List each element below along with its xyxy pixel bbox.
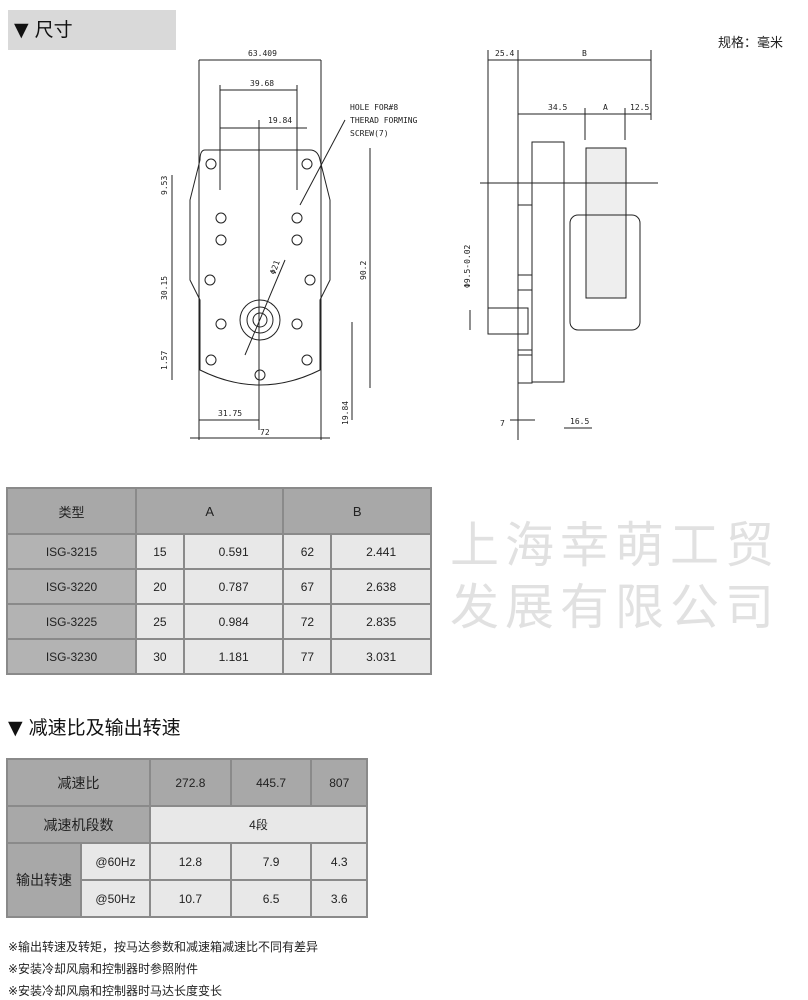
stages-value: 4段 bbox=[149, 805, 368, 844]
side-view: 25.4 B 34.5 A 12.5 Φ9.5-0.02 7 16.5 bbox=[463, 49, 658, 440]
section-title-dimensions: ▼ 尺寸 bbox=[8, 10, 176, 50]
a-mm: 25 bbox=[135, 603, 185, 640]
speed-label: 输出转速 bbox=[6, 842, 82, 918]
dim-b: B bbox=[582, 49, 587, 58]
hole-note-2: THERAD FORMING bbox=[350, 116, 418, 125]
dim-9-53: 9.53 bbox=[160, 176, 169, 195]
ratio-label: 减速比 bbox=[6, 758, 151, 807]
dim-90-2: 90.2 bbox=[359, 261, 368, 280]
a-mm: 20 bbox=[135, 568, 185, 605]
speed-row-60hz: 输出转速 @60Hz 12.8 7.9 4.3 bbox=[6, 842, 368, 918]
freq-label: @50Hz bbox=[80, 879, 151, 918]
speed-value: 6.5 bbox=[229, 879, 313, 918]
b-inch: 2.835 bbox=[330, 603, 432, 640]
dim-shaft: Φ9.5-0.02 bbox=[463, 244, 472, 288]
front-view: 63.409 39.68 19.84 HOLE FOR#8 THERAD FOR… bbox=[160, 49, 418, 440]
dim-19-84-b: 19.84 bbox=[341, 401, 350, 425]
hole-note-3: SCREW(7) bbox=[350, 129, 389, 138]
a-inch: 0.984 bbox=[182, 603, 285, 640]
b-inch: 2.441 bbox=[330, 533, 432, 570]
a-mm: 15 bbox=[135, 533, 185, 570]
hole-note-1: HOLE FOR#8 bbox=[350, 103, 398, 112]
model-cell: ISG-3220 bbox=[6, 568, 137, 605]
model-cell: ISG-3225 bbox=[6, 603, 137, 640]
dim-12-5: 12.5 bbox=[630, 103, 649, 112]
dim-31-75: 31.75 bbox=[218, 409, 242, 418]
note: ※安装冷却风扇和控制器时马达长度变长 bbox=[8, 984, 223, 998]
a-inch: 1.181 bbox=[182, 638, 285, 675]
reduction-table: 减速比 272.8 445.7 807 减速机段数 4段 输出转速 @60Hz … bbox=[6, 758, 368, 918]
header-a: A bbox=[134, 487, 285, 535]
a-inch: 0.591 bbox=[182, 533, 285, 570]
speed-row-50hz: @50Hz 10.7 6.5 3.6 bbox=[7, 879, 368, 918]
note: ※输出转速及转矩，按马达参数和减速箱减速比不同有差异 bbox=[8, 940, 319, 954]
dim-19-84: 19.84 bbox=[268, 116, 292, 125]
model-cell: ISG-3215 bbox=[6, 533, 137, 570]
unit-label: 规格：毫米 bbox=[718, 36, 784, 51]
dim-63-409: 63.409 bbox=[248, 49, 277, 58]
speed-value: 4.3 bbox=[310, 842, 368, 881]
ratio-value: 445.7 bbox=[229, 758, 313, 807]
dim-34-5: 34.5 bbox=[548, 103, 567, 112]
section-title-reduction: ▼ 减速比及输出转速 bbox=[8, 717, 181, 739]
speed-value: 10.7 bbox=[149, 879, 232, 918]
dim-16-5: 16.5 bbox=[570, 417, 589, 426]
a-inch: 0.787 bbox=[182, 568, 285, 605]
b-mm: 62 bbox=[282, 533, 333, 570]
note: ※安装冷却风扇和控制器时参照附件 bbox=[8, 962, 199, 976]
stages-label: 减速机段数 bbox=[6, 805, 151, 844]
b-mm: 77 bbox=[282, 638, 333, 675]
b-inch: 2.638 bbox=[330, 568, 432, 605]
watermark: 上海幸萌工贸发展有限公司 bbox=[450, 517, 781, 636]
speed-value: 7.9 bbox=[229, 842, 313, 881]
header-type: 类型 bbox=[6, 487, 137, 535]
ratio-row: 减速比 272.8 445.7 807 bbox=[6, 758, 368, 807]
dim-7: 7 bbox=[500, 419, 505, 428]
freq-label: @60Hz bbox=[80, 842, 151, 881]
dim-72: 72 bbox=[260, 428, 270, 437]
table-header: 类型 A B bbox=[6, 487, 432, 535]
dim-a: A bbox=[603, 103, 608, 112]
technical-drawing: 63.409 39.68 19.84 HOLE FOR#8 THERAD FOR… bbox=[160, 49, 658, 440]
dim-30-15: 30.15 bbox=[160, 276, 169, 300]
dim-25-4: 25.4 bbox=[495, 49, 514, 58]
speed-value: 12.8 bbox=[149, 842, 232, 881]
notes: ※输出转速及转矩，按马达参数和减速箱减速比不同有差异 ※安装冷却风扇和控制器时参… bbox=[8, 936, 318, 1000]
b-inch: 3.031 bbox=[330, 638, 432, 675]
dim-39-68: 39.68 bbox=[250, 79, 274, 88]
stages-row: 减速机段数 4段 bbox=[6, 805, 368, 844]
speed-value: 3.6 bbox=[310, 879, 368, 918]
header-b: B bbox=[282, 487, 432, 535]
dim-1-57: 1.57 bbox=[160, 351, 169, 370]
b-mm: 67 bbox=[282, 568, 333, 605]
ratio-value: 272.8 bbox=[149, 758, 232, 807]
a-mm: 30 bbox=[135, 638, 185, 675]
ratio-value: 807 bbox=[310, 758, 368, 807]
model-cell: ISG-3230 bbox=[6, 638, 137, 675]
b-mm: 72 bbox=[282, 603, 333, 640]
